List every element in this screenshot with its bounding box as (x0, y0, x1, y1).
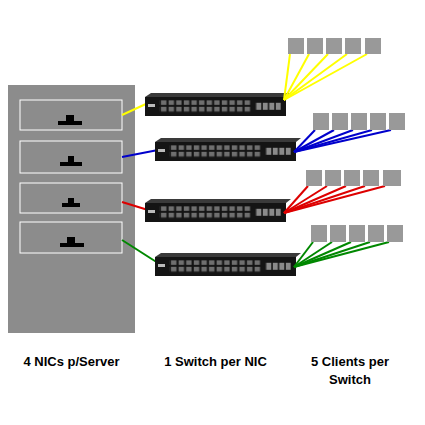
network-switch (155, 138, 301, 161)
wire (294, 130, 391, 152)
client-group (306, 170, 401, 186)
client-box (387, 225, 403, 242)
column-label: 1 Switch per NIC (148, 353, 283, 371)
wire (294, 242, 332, 267)
wire (122, 202, 148, 210)
client-box (326, 38, 342, 54)
nic-icon (62, 198, 80, 207)
client-box (332, 113, 348, 130)
client-box (325, 170, 341, 186)
nic-card (20, 222, 122, 253)
client-box (368, 225, 384, 242)
network-switch (145, 93, 291, 116)
wire (122, 240, 158, 263)
client-group (311, 225, 403, 242)
nic-icon (60, 237, 84, 247)
client-group (288, 38, 381, 54)
wire (284, 186, 385, 213)
client-wires (294, 130, 391, 152)
client-box (307, 38, 323, 54)
wire (284, 54, 367, 100)
client-box (345, 38, 361, 54)
client-wires (284, 54, 367, 100)
nic-card (20, 100, 122, 130)
nic-card (20, 183, 122, 213)
wire (284, 54, 347, 100)
client-box (313, 113, 329, 130)
client-box (389, 113, 405, 130)
client-box (288, 38, 304, 54)
wire (294, 242, 389, 267)
server-box (8, 85, 135, 333)
network-switch (145, 199, 291, 222)
client-box (365, 38, 381, 54)
column-label: 4 NICs p/Server (8, 353, 135, 371)
client-box (306, 170, 322, 186)
wire (122, 150, 158, 157)
nic-icon (58, 115, 82, 125)
client-group (313, 113, 405, 130)
client-wires (284, 186, 385, 213)
wire (284, 186, 327, 213)
client-box (344, 170, 360, 186)
client-box (363, 170, 379, 186)
network-switch (155, 253, 301, 276)
client-box (349, 225, 365, 242)
wire (284, 54, 328, 100)
client-box (330, 225, 346, 242)
nic-card (20, 141, 122, 173)
client-box (351, 113, 367, 130)
wire (122, 103, 148, 115)
column-label: 5 Clients per Switch (300, 353, 400, 389)
client-box (370, 113, 386, 130)
nic-icon (60, 156, 82, 166)
client-box (383, 170, 401, 186)
client-box (311, 225, 327, 242)
client-wires (294, 242, 389, 267)
